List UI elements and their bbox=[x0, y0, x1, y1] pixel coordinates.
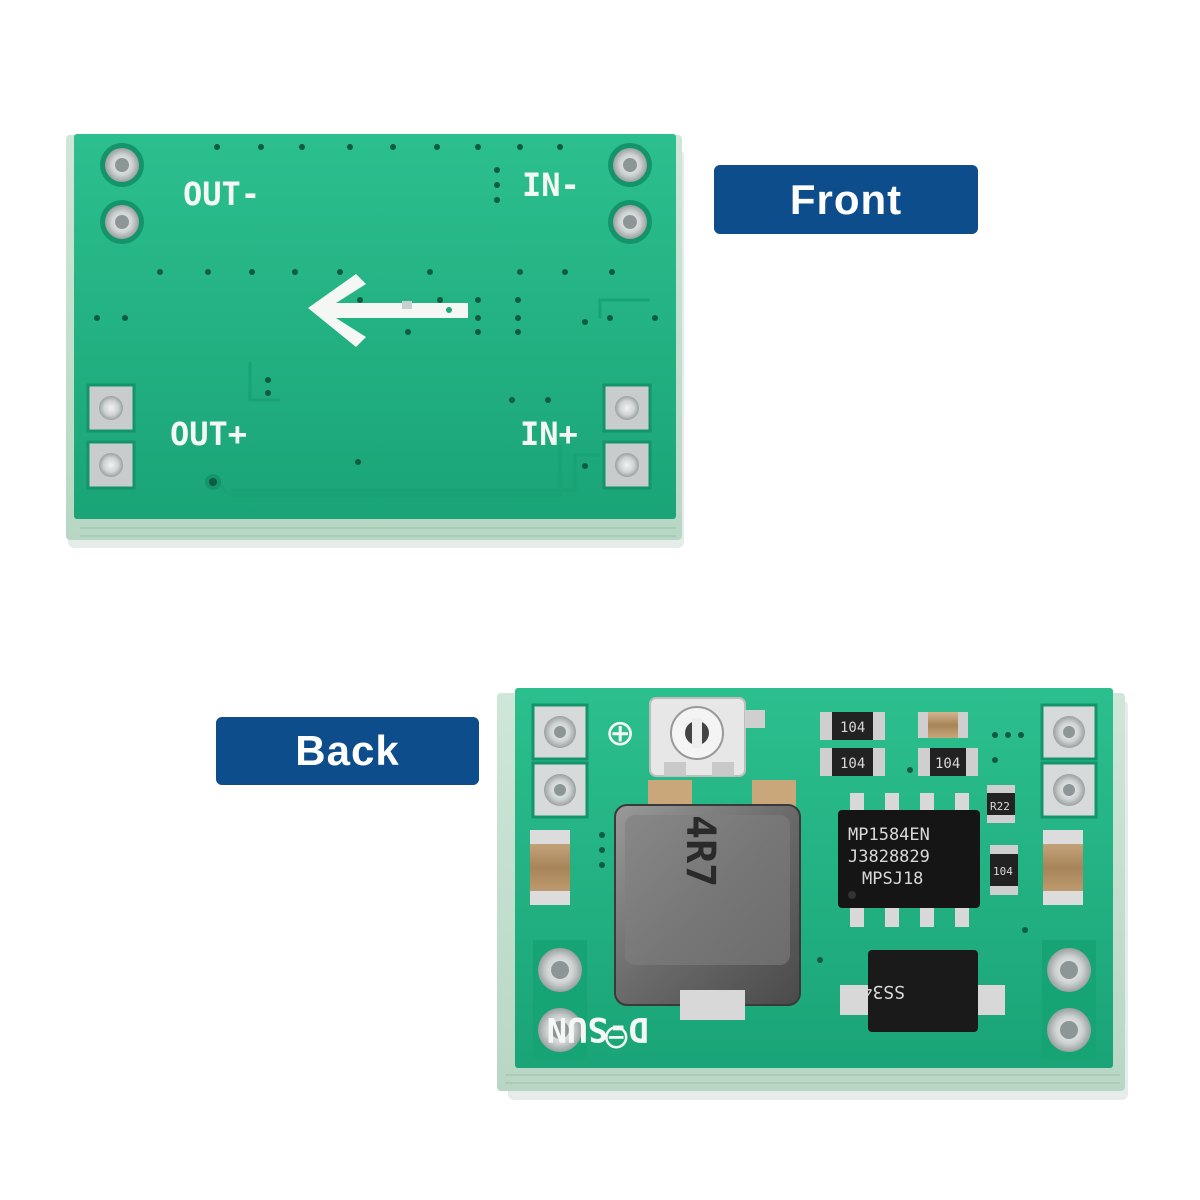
round-pad-icon bbox=[533, 940, 1096, 1058]
brand-label: D-SUN bbox=[547, 1009, 649, 1049]
inductor-icon: 4R7 bbox=[614, 780, 801, 1020]
svg-text:104: 104 bbox=[993, 865, 1013, 878]
inductor-marking: 4R7 bbox=[677, 815, 723, 887]
minus-symbol-icon: ⊖ bbox=[602, 1017, 631, 1057]
plus-symbol-icon: ⊕ bbox=[605, 713, 635, 754]
in-minus-label: IN- bbox=[522, 166, 580, 204]
svg-text:SS34: SS34 bbox=[862, 981, 905, 1002]
svg-text:104: 104 bbox=[840, 720, 865, 736]
svg-text:104: 104 bbox=[935, 756, 960, 772]
in-plus-label: IN+ bbox=[520, 415, 578, 453]
round-pad-icon bbox=[100, 143, 652, 244]
svg-text:MP1584EN: MP1584EN bbox=[848, 825, 930, 845]
svg-text:R22: R22 bbox=[990, 800, 1010, 813]
square-pad-icon bbox=[531, 703, 1098, 819]
back-label: Back bbox=[216, 717, 479, 785]
out-plus-label: OUT+ bbox=[170, 415, 247, 453]
chip-icon: MP1584EN J3828829 MPSJ18 bbox=[838, 793, 980, 927]
capacitor-icon bbox=[530, 830, 1083, 905]
out-minus-label: OUT- bbox=[183, 175, 260, 213]
resistor-icon: 104 104 104 R22 104 bbox=[820, 712, 1018, 895]
front-label: Front bbox=[714, 165, 978, 234]
svg-text:J3828829: J3828829 bbox=[848, 847, 930, 867]
svg-text:MPSJ18: MPSJ18 bbox=[862, 869, 923, 889]
diode-icon: SS34 bbox=[840, 950, 1005, 1032]
svg-text:104: 104 bbox=[840, 756, 865, 772]
square-pad-icon bbox=[86, 383, 652, 490]
front-board: OUT- IN- OUT+ IN+ bbox=[66, 134, 684, 548]
potentiometer-icon bbox=[649, 697, 765, 777]
arrow-left-icon bbox=[308, 274, 468, 347]
via-dots bbox=[94, 144, 658, 469]
back-board: ⊕ 104 104 104 R22 104 bbox=[497, 688, 1128, 1100]
